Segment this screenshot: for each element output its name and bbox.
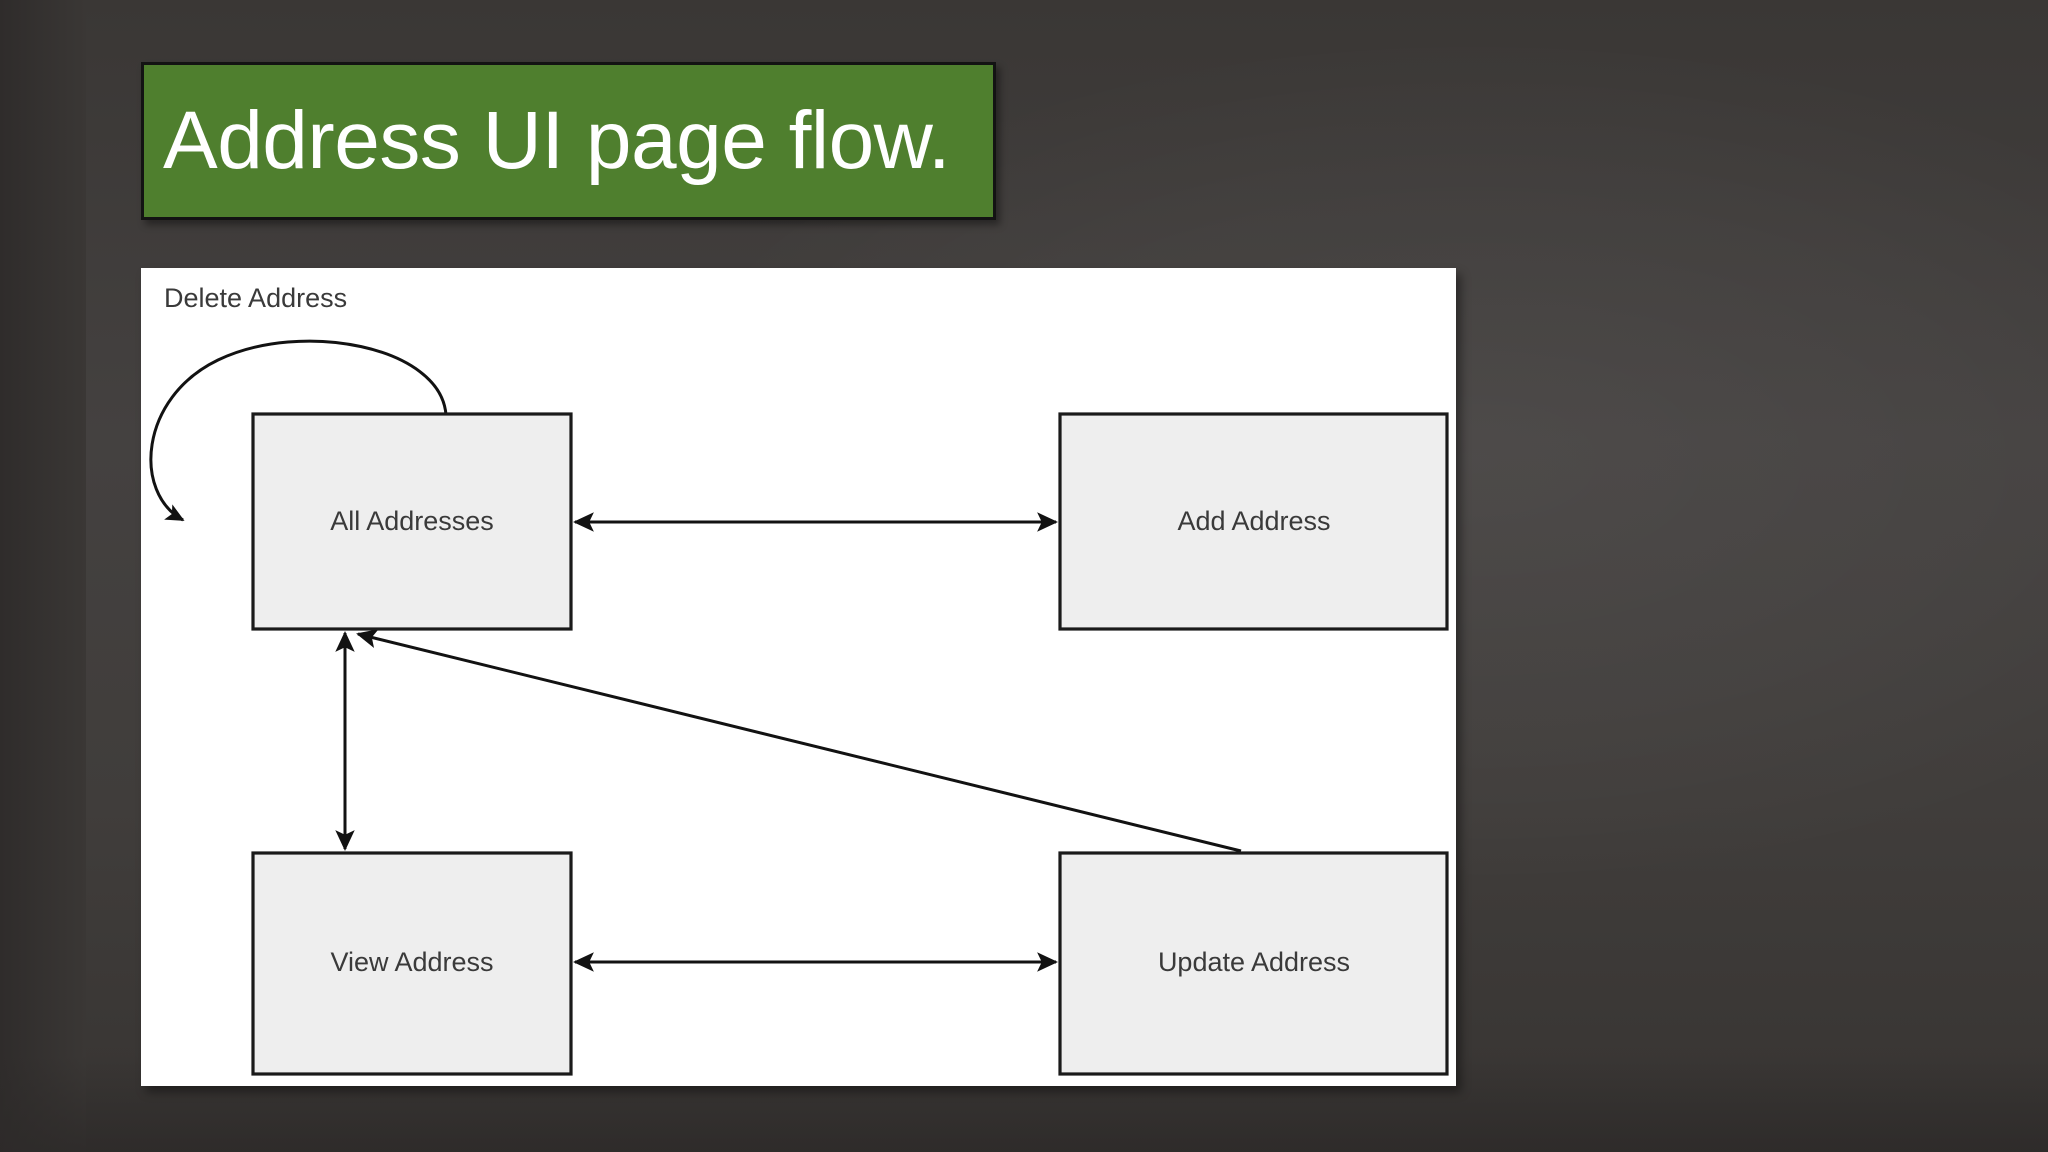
edge-label-delete-address: Delete Address [164,283,347,313]
node-label-view-address: View Address [330,947,493,977]
node-update-address[interactable]: Update Address [1058,851,1449,1076]
node-label-all-addresses: All Addresses [330,506,494,536]
slide-background-left-edge [0,0,86,1152]
edge-update-address-all-addresses [356,629,1242,853]
slide-title: Address UI page flow. [163,95,951,186]
page-flow-diagram: All Addresses Add Address View Address U… [149,283,1449,1076]
node-all-addresses[interactable]: All Addresses [251,412,573,631]
node-label-update-address: Update Address [1158,947,1350,977]
edge-delete-self-loop [149,339,448,522]
node-add-address[interactable]: Add Address [1058,412,1449,631]
node-label-add-address: Add Address [1177,506,1330,536]
diagram-panel: All Addresses Add Address View Address U… [141,268,1456,1086]
title-banner: Address UI page flow. [141,62,996,220]
node-view-address[interactable]: View Address [251,851,573,1076]
